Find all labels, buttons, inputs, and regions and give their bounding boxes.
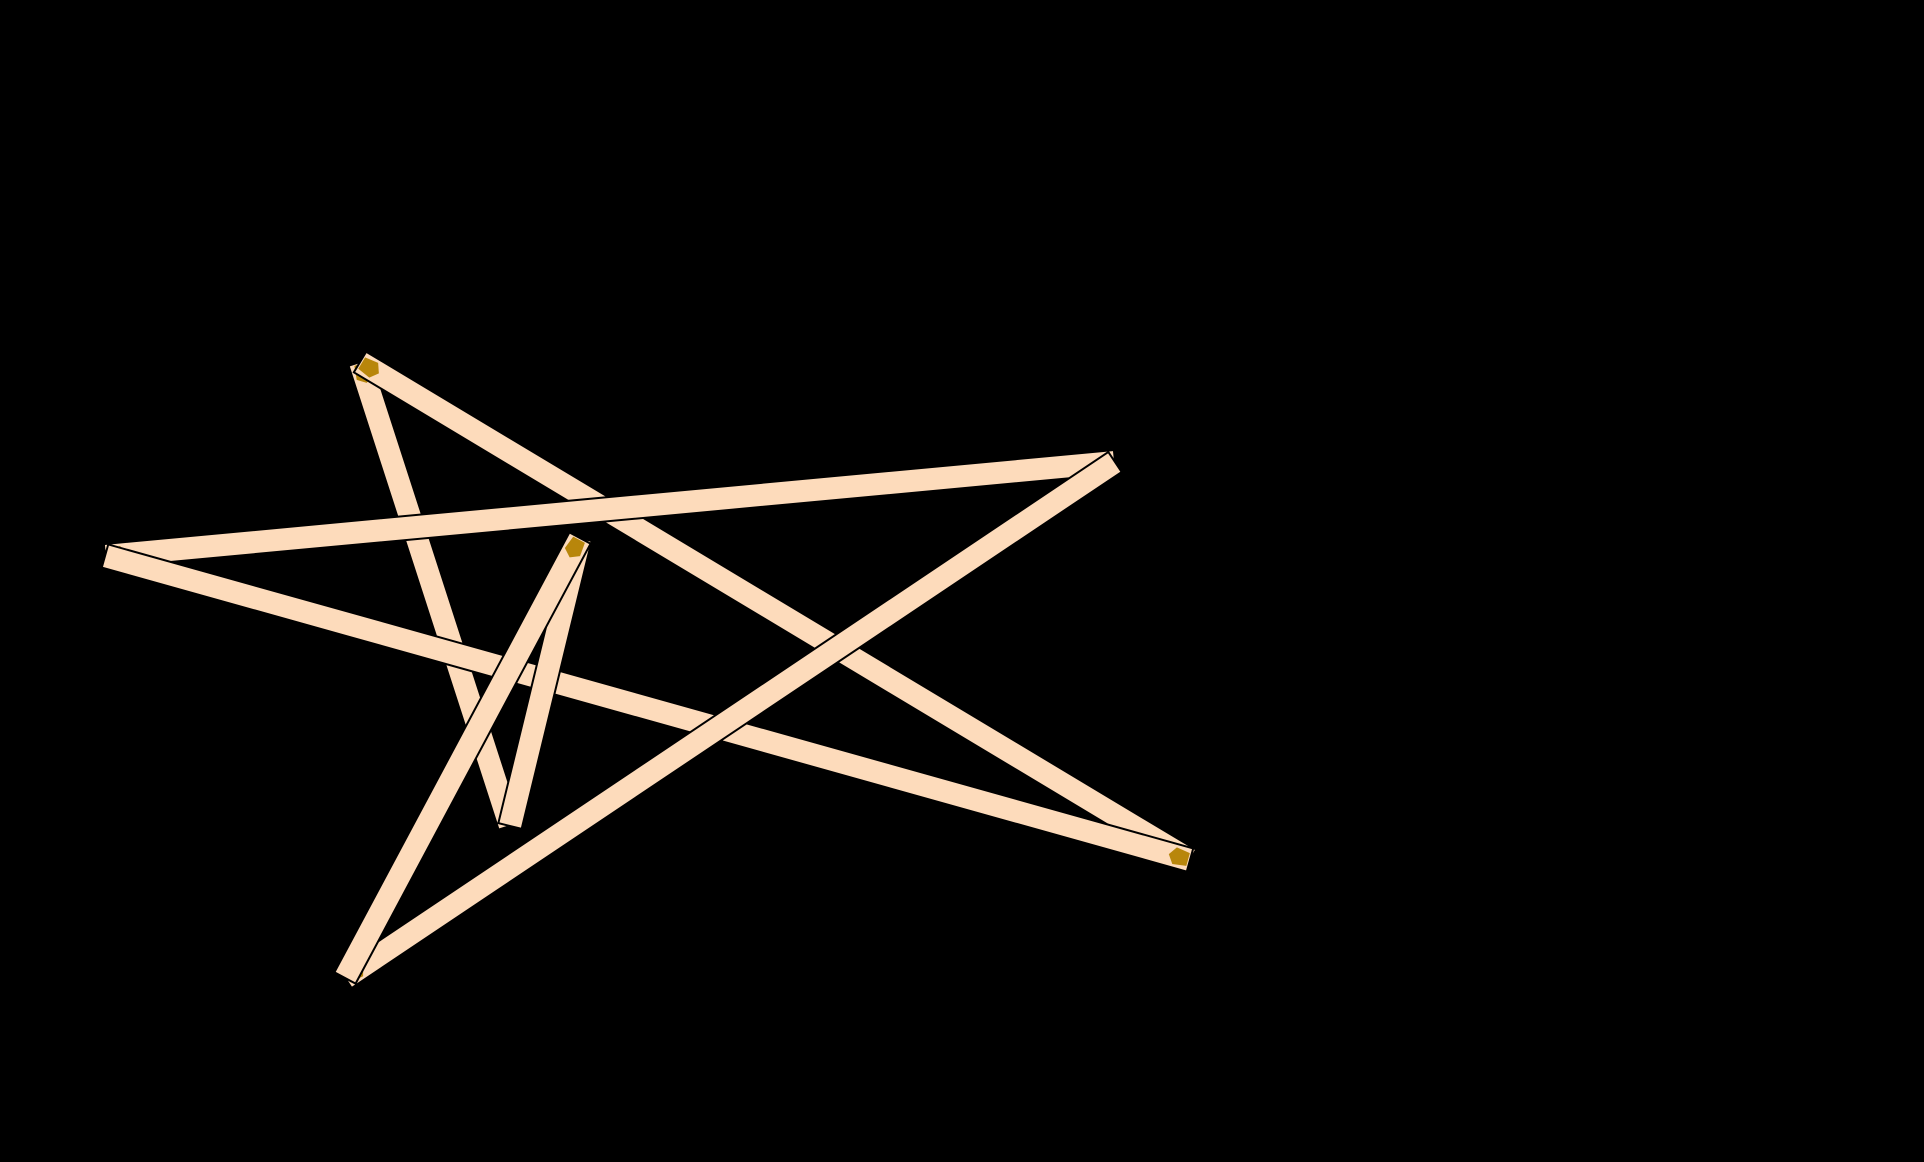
matchstick-head-icon: [358, 357, 379, 378]
matchstick-group: [100, 350, 1198, 990]
matchstick: [100, 543, 1195, 873]
matchstick-head-icon: [1168, 847, 1190, 866]
matchstick-body: [333, 530, 592, 986]
matchstick-head-icon: [564, 536, 585, 558]
matchstick: [333, 530, 592, 986]
matchstick-body: [100, 543, 1195, 873]
